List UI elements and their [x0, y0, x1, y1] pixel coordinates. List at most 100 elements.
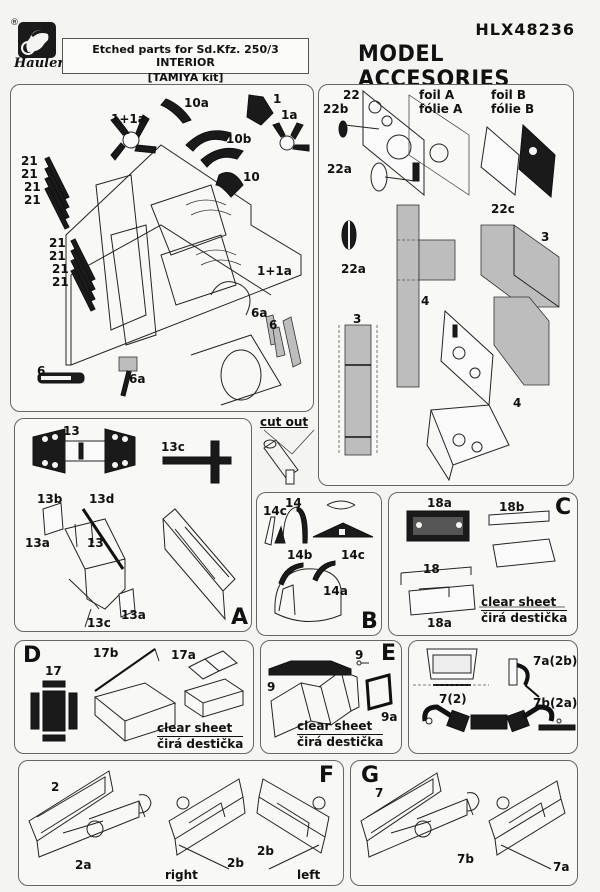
label-13d: 13d	[89, 492, 115, 506]
periscope-drawing	[413, 648, 576, 733]
clear-sheet-label: clear sheet	[481, 595, 568, 611]
part-13c-flat	[162, 440, 232, 484]
label-6: 6	[269, 318, 278, 332]
label-2b: 2b	[257, 844, 274, 858]
seat-frame-exploded	[42, 502, 136, 628]
foil-b-plate	[480, 123, 556, 199]
hauler-logo-icon	[18, 22, 56, 58]
panel-letter-B: B	[361, 609, 378, 634]
panel-interior-overview: 1+1a 10a 1 1a 10b 10 21 21 21 21 21 21 2…	[10, 84, 314, 412]
panel-letter-C: C	[555, 495, 572, 520]
label-7a: 7a	[553, 860, 570, 874]
label-13: 13	[87, 536, 104, 550]
label-17b: 17b	[93, 646, 119, 660]
knob-22a	[370, 162, 416, 192]
label-18a: 18a	[427, 616, 452, 630]
label-9: 9	[355, 648, 364, 662]
label-17: 17	[45, 664, 62, 678]
label-22a: 22a	[327, 162, 352, 176]
title-line-1: Etched parts for Sd.Kfz. 250/3 INTERIOR	[92, 43, 279, 69]
label-6a: 6a	[251, 306, 268, 320]
part-21-lower	[70, 238, 96, 312]
cut-out-drawing	[263, 429, 315, 485]
panel-b-drawing	[264, 500, 374, 623]
label-21: 21	[24, 180, 41, 194]
label-21: 21	[24, 193, 41, 207]
label-6: 6	[37, 364, 46, 378]
knob-22a-lower	[341, 220, 357, 250]
clear-sheet-label: clear sheet	[297, 719, 384, 735]
label-4: 4	[513, 396, 522, 410]
periscope-2-assembly	[28, 770, 152, 858]
panel-C: 18a 18b 18 18a clear sheet čirá destička…	[388, 492, 578, 636]
title-line-2: [TAMIYA kit]	[147, 71, 224, 84]
label-13a: 13a	[121, 608, 146, 622]
label-1-1a: 1+1a	[257, 264, 292, 278]
cira-desticka-label: čirá destička	[481, 611, 568, 625]
label-6a: 6a	[129, 372, 146, 386]
cut-out-detail: cut out	[256, 414, 318, 488]
label-18: 18	[423, 562, 440, 576]
label-21: 21	[49, 249, 66, 263]
label-7b-2a: 7b(2a)	[533, 696, 578, 710]
radio-drawing	[338, 89, 560, 482]
panel-letter-D: D	[23, 643, 42, 668]
panel-c-drawing	[400, 510, 565, 616]
label-2: 2	[51, 780, 60, 794]
label-foil-b: foil B	[491, 88, 527, 102]
cira-desticka-label: čirá destička	[297, 735, 384, 749]
product-code: HLX48236	[475, 20, 575, 39]
label-1a: 1a	[281, 108, 298, 122]
label-21: 21	[21, 167, 38, 181]
panel-letter-A: A	[231, 605, 249, 630]
periscope-7a-assembly	[488, 780, 566, 870]
label-2b: 2b	[227, 856, 244, 870]
label-3: 3	[541, 230, 550, 244]
label-14: 14	[285, 496, 302, 510]
label-folie-a: fólie A	[419, 102, 463, 116]
interior-hull-drawing	[37, 94, 310, 406]
panel-letter-E: E	[381, 641, 397, 666]
cira-desticka-label: čirá destička	[157, 737, 244, 751]
panel-A: 13 13c 13b 13d 13a 13 13a 13c A	[14, 418, 252, 632]
panel-F: 2 2a 2b 2b right left F	[18, 760, 344, 886]
panel-a-drawing	[32, 428, 236, 628]
label-22c: 22c	[491, 202, 515, 216]
label-7: 7	[375, 786, 384, 800]
part-1-1a-fan	[110, 114, 157, 161]
label-7a-2b: 7a(2b)	[533, 654, 578, 668]
label-18b: 18b	[499, 500, 525, 514]
clear-sheet-note: clear sheet čirá destička	[481, 595, 568, 626]
hauler-logo: ® Hauler	[10, 18, 64, 71]
label-cut-out: cut out	[260, 415, 309, 429]
registered-mark: ®	[10, 18, 19, 28]
part-6a-bottom	[118, 356, 138, 397]
part-6a-6	[265, 314, 302, 368]
part-10b	[185, 130, 244, 168]
brand-name: Hauler	[14, 56, 65, 71]
label-18a: 18a	[427, 496, 452, 510]
part-10a	[160, 98, 192, 124]
radio-box-3	[480, 224, 560, 308]
label-14a: 14a	[323, 584, 348, 598]
radio-box-4	[493, 296, 550, 386]
title-box: Etched parts for Sd.Kfz. 250/3 INTERIOR …	[62, 38, 309, 84]
radio-assembled	[426, 404, 510, 482]
knob-22b	[338, 120, 380, 138]
radio-front-panel	[440, 309, 494, 407]
panel-letter-F: F	[319, 763, 335, 788]
label-10a: 10a	[184, 96, 209, 110]
panel-periscope: 7(2) 7a(2b) 7b(2a)	[408, 640, 578, 754]
panel-radio-assembly: 22 22b 22a 22a 22c 3 3 4 4 foil A fólie …	[318, 84, 574, 486]
label-13a: 13a	[25, 536, 50, 550]
periscope-left-assembly	[256, 778, 330, 870]
label-13b: 13b	[37, 492, 63, 506]
clear-sheet-note: clear sheet čirá destička	[297, 719, 384, 750]
label-10b: 10b	[226, 132, 252, 146]
panel-g-drawing	[360, 772, 566, 870]
label-10: 10	[243, 170, 260, 184]
clear-sheet-note: clear sheet čirá destička	[157, 721, 244, 752]
periscope-7-assembly	[360, 772, 480, 858]
panel-f-drawing	[28, 770, 330, 870]
label-13: 13	[63, 424, 80, 438]
